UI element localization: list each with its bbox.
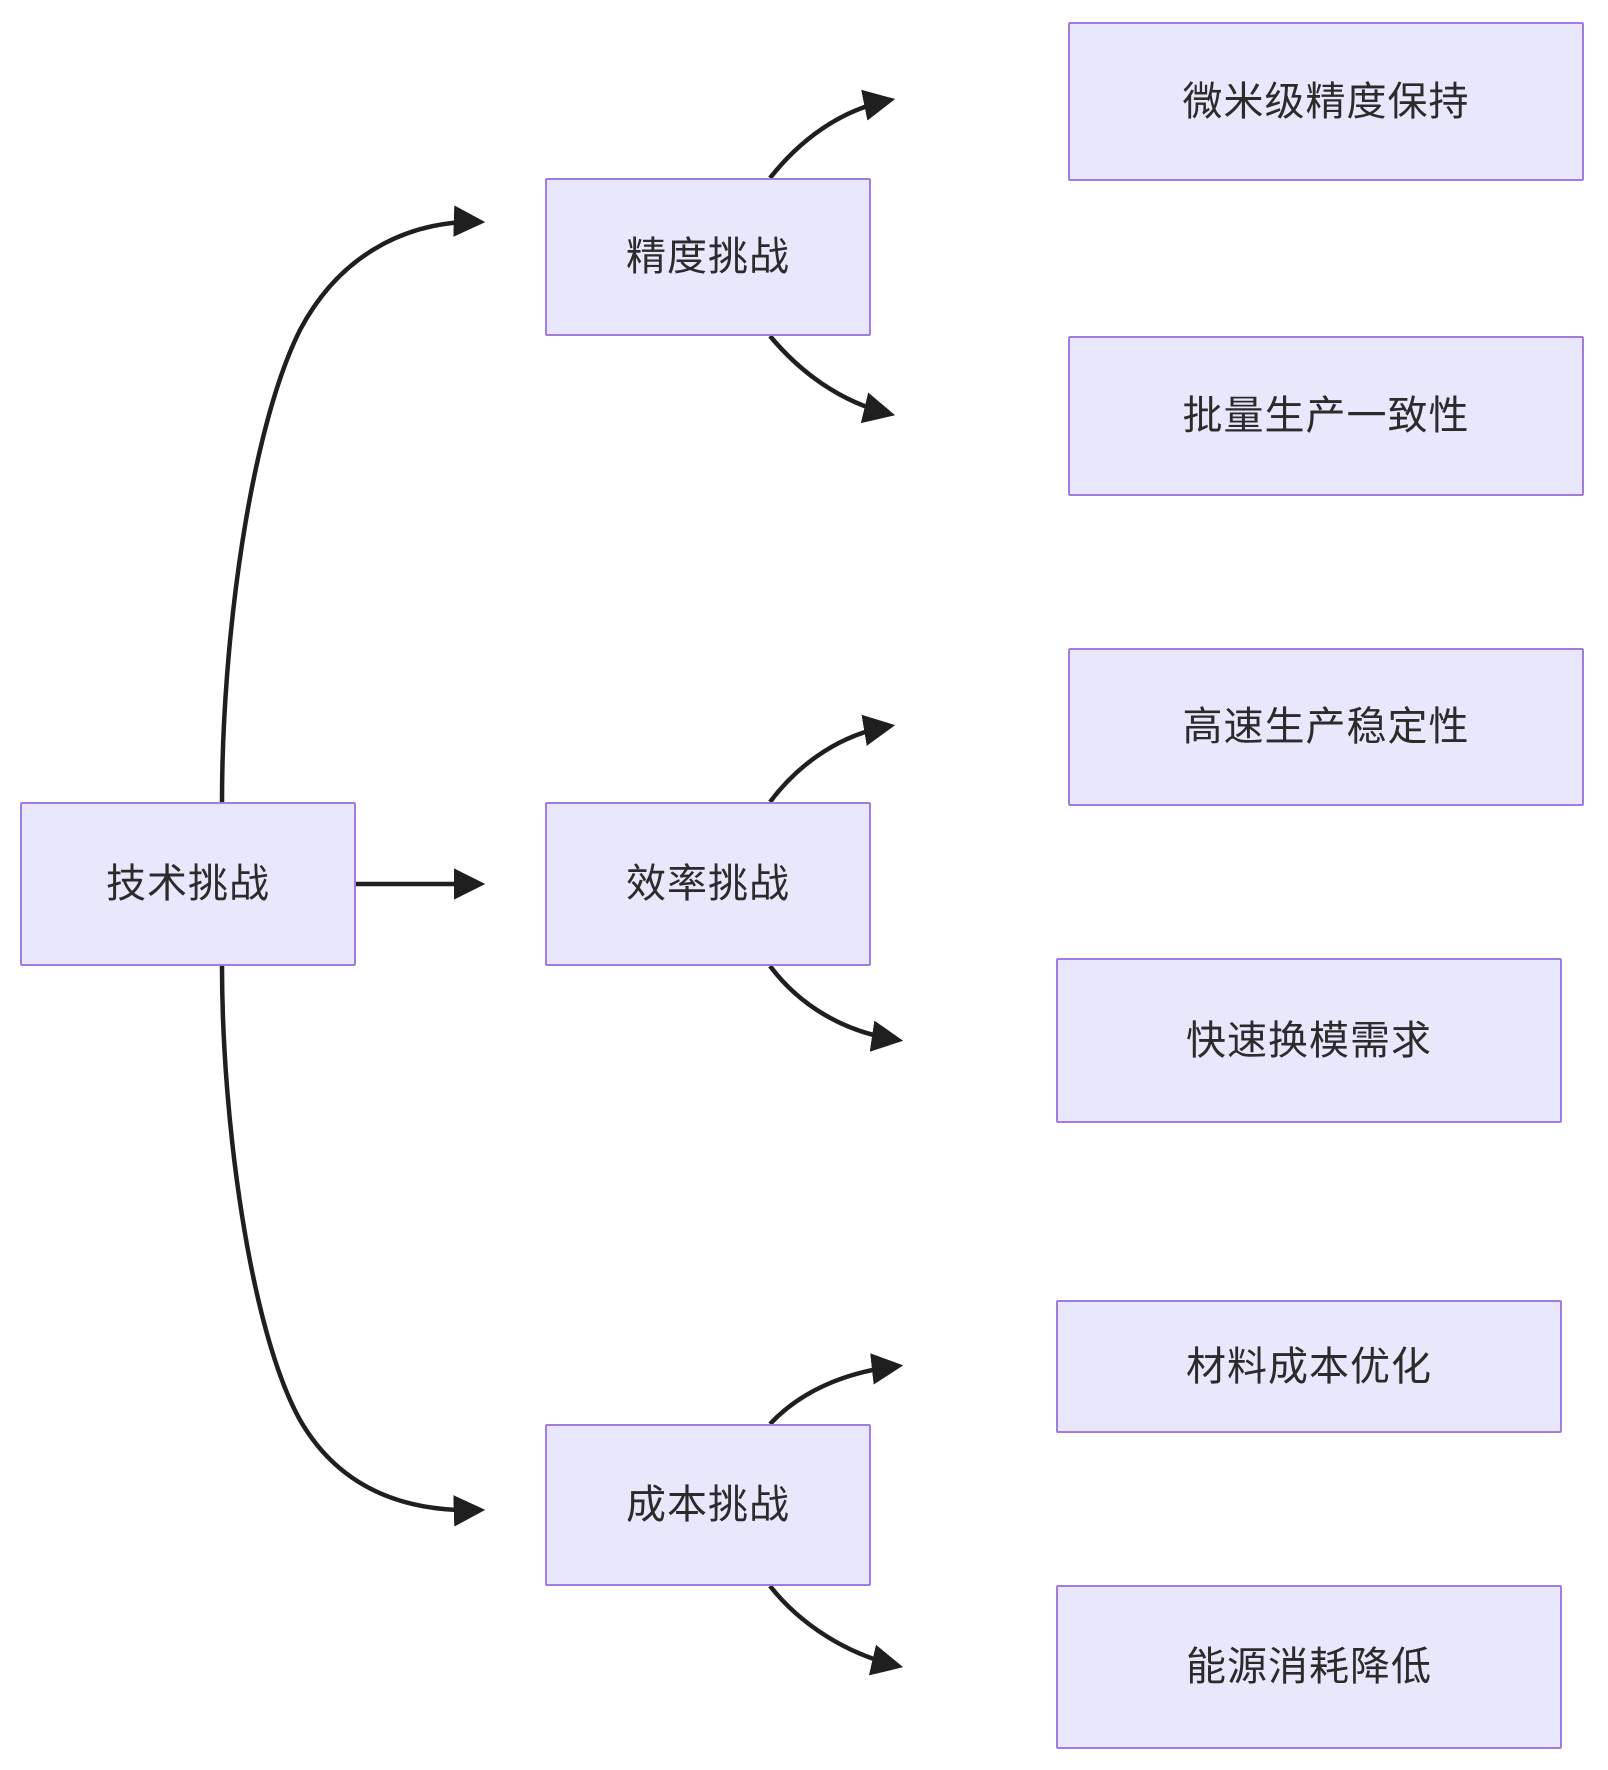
node-label: 批量生产一致性: [1182, 394, 1470, 438]
node-label: 高速生产稳定性: [1182, 705, 1470, 749]
node-technical-challenge[interactable]: 技术挑战: [20, 802, 356, 966]
edge-precision-to-micron: [768, 89, 896, 180]
edge-root-to-cost: [219, 965, 486, 1527]
node-label: 微米级精度保持: [1182, 79, 1470, 124]
node-label: 能源消耗降低: [1186, 1645, 1432, 1689]
node-precision-challenge[interactable]: 精度挑战: [545, 178, 871, 336]
edge-root-to-precision: [219, 205, 486, 803]
edge-cost-to-energy: [768, 1584, 904, 1676]
node-efficiency-challenge[interactable]: 效率挑战: [545, 802, 871, 966]
edge-efficiency-to-mold: [768, 964, 904, 1052]
node-label: 效率挑战: [626, 862, 790, 906]
node-label: 材料成本优化: [1186, 1344, 1432, 1389]
edge-cost-to-material: [768, 1353, 904, 1426]
node-micron-precision[interactable]: 微米级精度保持: [1068, 22, 1584, 181]
node-label: 技术挑战: [106, 862, 270, 906]
node-label: 成本挑战: [626, 1483, 790, 1527]
edge-precision-to-batch: [768, 334, 896, 424]
node-label: 快速换模需求: [1186, 1018, 1432, 1063]
edge-efficiency-to-speed: [768, 714, 896, 804]
node-label: 精度挑战: [626, 235, 790, 279]
node-material-cost[interactable]: 材料成本优化: [1056, 1300, 1562, 1433]
node-batch-consistency[interactable]: 批量生产一致性: [1068, 336, 1584, 496]
node-cost-challenge[interactable]: 成本挑战: [545, 1424, 871, 1586]
node-speed-stability[interactable]: 高速生产稳定性: [1068, 648, 1584, 806]
node-mold-change[interactable]: 快速换模需求: [1056, 958, 1562, 1123]
node-energy-reduction[interactable]: 能源消耗降低: [1056, 1585, 1562, 1749]
